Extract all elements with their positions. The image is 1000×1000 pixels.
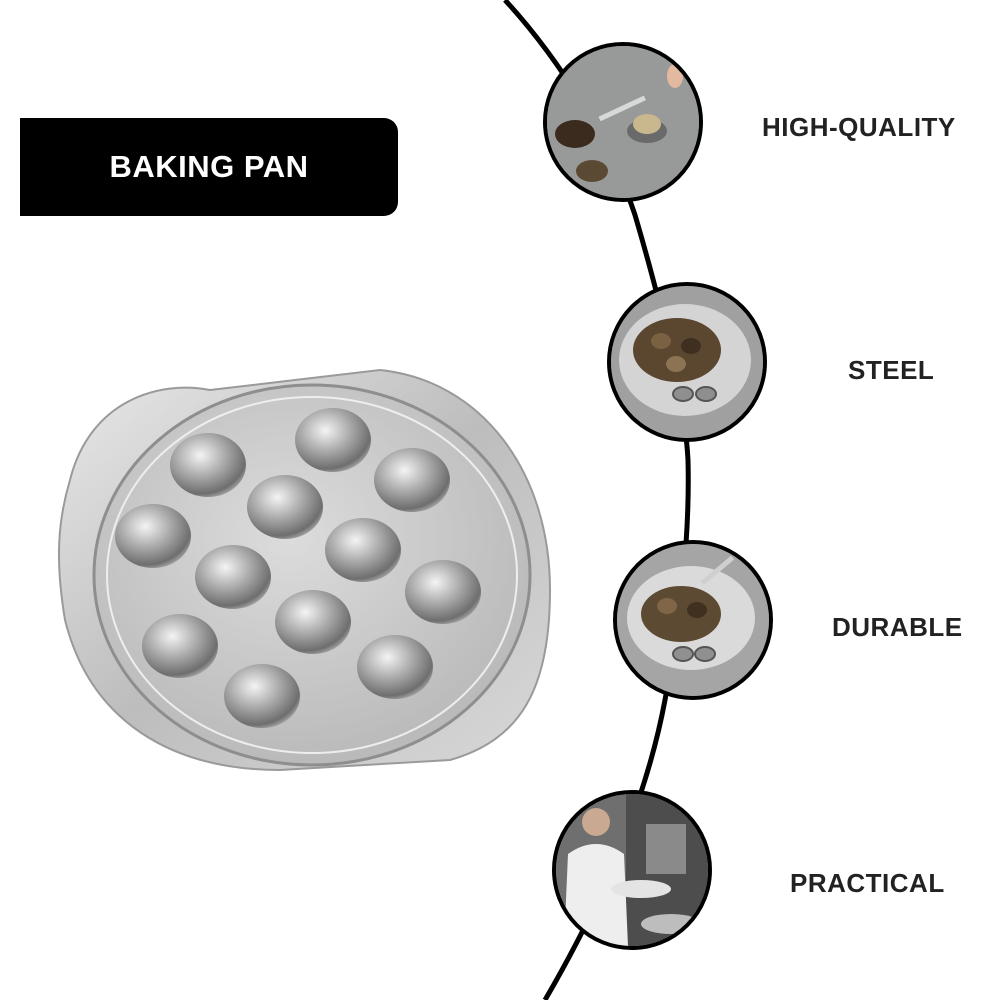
feature-photo-high-quality xyxy=(543,42,703,202)
feature-label-steel: STEEL xyxy=(848,355,935,385)
escargot-tongs-photo-icon xyxy=(617,544,769,696)
feature-photo-durable xyxy=(613,540,773,700)
page-title: BAKING PAN xyxy=(109,149,309,184)
escargot-plate-photo-icon xyxy=(611,286,763,438)
feature-label-practical: PRACTICAL xyxy=(790,868,945,898)
feature-label-high-quality: HIGH-QUALITY xyxy=(762,112,956,142)
snail-baking-pan-image xyxy=(57,368,552,772)
feature-photo-practical xyxy=(552,790,712,950)
chef-photo-icon xyxy=(556,794,708,946)
pan-holes xyxy=(115,408,481,728)
escargot-serving-photo-icon xyxy=(547,46,699,198)
feature-photo-steel xyxy=(607,282,767,442)
feature-label-durable: DURABLE xyxy=(832,612,963,642)
title-badge: BAKING PAN xyxy=(20,118,398,216)
